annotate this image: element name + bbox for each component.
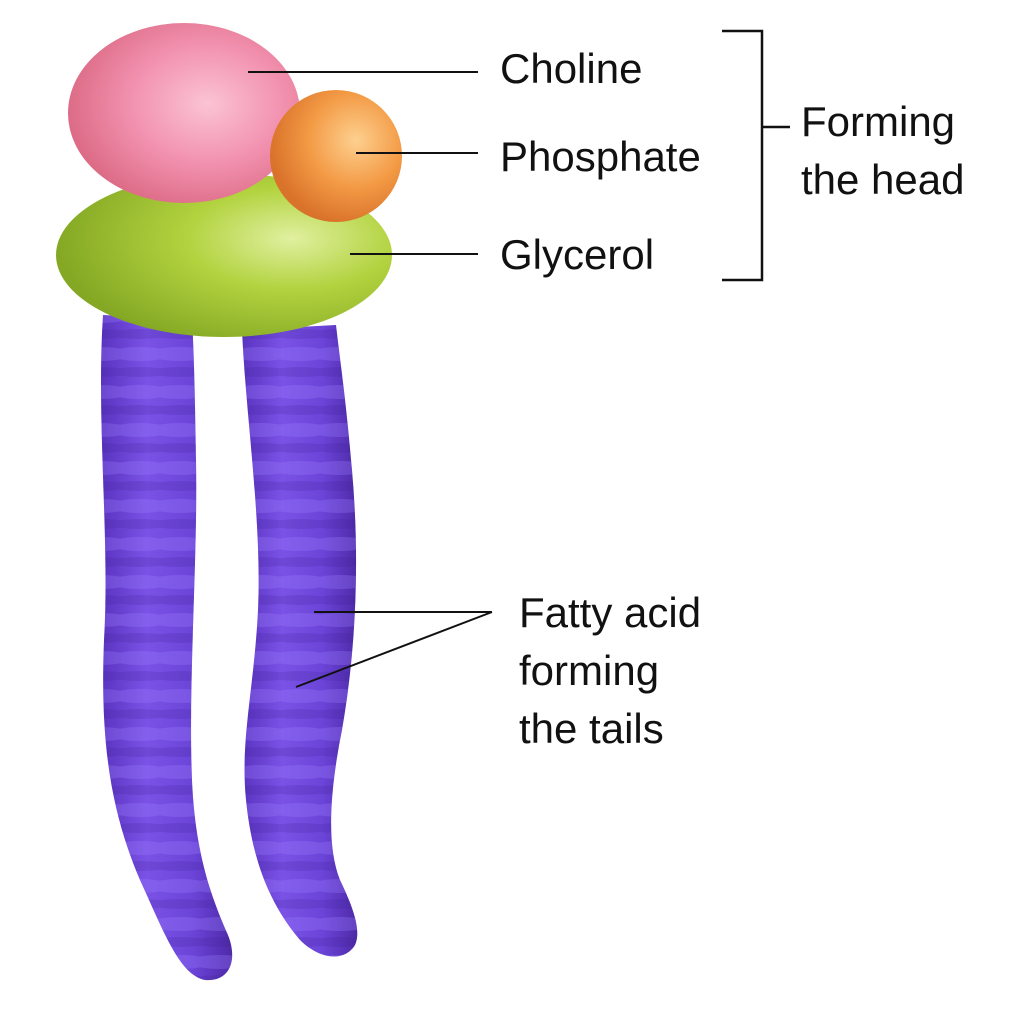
- tail-leader-line-2: [295, 611, 493, 688]
- head-group-label-line: the head: [801, 156, 965, 203]
- head-group-label-line: Forming: [801, 98, 956, 145]
- glycerol-label: Glycerol: [500, 231, 655, 278]
- choline-label: Choline: [500, 45, 643, 92]
- tails-label-line: forming: [519, 647, 660, 694]
- phosphate-shape: [270, 90, 402, 222]
- head-bracket: [722, 29, 764, 282]
- tails-label-line: Fatty acid: [519, 589, 702, 636]
- tails-label-line: the tails: [519, 705, 664, 752]
- tails-label: Fatty acid forming the tails: [519, 584, 701, 758]
- fatty-acid-tail-right: [242, 325, 358, 957]
- head-group-label: Forming the head: [801, 93, 965, 209]
- phosphate-label: Phosphate: [500, 133, 701, 180]
- fatty-acid-tail-left: [100, 315, 233, 981]
- choline-shape: [68, 23, 300, 203]
